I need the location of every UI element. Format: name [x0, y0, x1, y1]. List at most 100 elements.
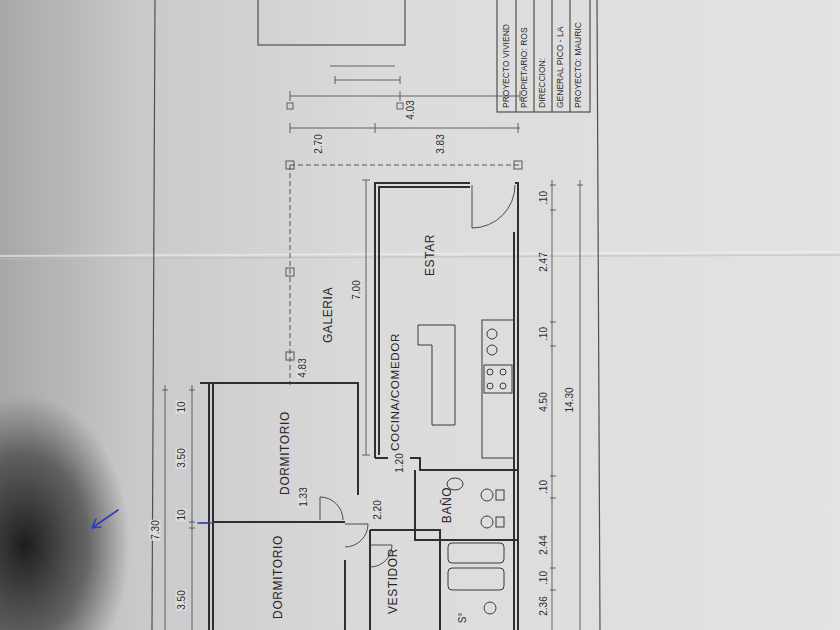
room: COCINA/COMEDOR: [380, 330, 410, 454]
dimension-line: [362, 180, 370, 181]
dimension-label: .10: [538, 190, 549, 206]
dimension-line: [290, 123, 291, 133]
kitchen-fixture: [482, 320, 514, 458]
dimension-line: [330, 66, 395, 67]
room-name: VESTIDOR: [386, 548, 400, 614]
title-block-text: DIRECCION:: [537, 58, 547, 108]
sheet-frame: [533, 0, 534, 112]
wall: [370, 530, 440, 630]
dimension-label: 10: [176, 508, 187, 521]
pen-mark: [198, 522, 210, 524]
door-swing: [320, 185, 515, 567]
sheet-frame: [497, 0, 590, 112]
dimension-line: [192, 385, 193, 630]
dimension-label: 10: [176, 400, 187, 413]
dimension-label: 1.33: [298, 486, 309, 507]
dimension-line: [550, 185, 556, 186]
dimension-line: [162, 390, 168, 391]
room: BAÑO: [422, 473, 472, 537]
title-block-text: GENERAL PICO - LA: [555, 27, 565, 108]
sheet-frame: [569, 0, 570, 112]
room: DORMITORIO: [220, 390, 350, 515]
dimension-line: [287, 103, 293, 109]
wall: [200, 183, 518, 630]
dimension-line: [552, 180, 553, 630]
dimension-line: [335, 80, 400, 81]
dimension-line: [550, 498, 556, 499]
room: VESTIDOR: [373, 535, 413, 627]
dimension-line: [550, 346, 556, 347]
wall: [213, 521, 345, 523]
dimension-label: 4.50: [538, 391, 549, 412]
dimension-label: 7.30: [150, 519, 161, 540]
room: GALERIA: [298, 220, 358, 410]
sheet-frame: [597, 0, 600, 630]
wall: [415, 470, 518, 540]
gallery-outline: [290, 165, 520, 385]
dimension-line: [162, 66, 583, 630]
dimension-line: [290, 96, 520, 97]
door-swing: [320, 497, 343, 520]
kitchen-fixture: [487, 383, 493, 389]
dimension-line: [189, 390, 195, 391]
dimension-label: 2.20: [372, 499, 383, 520]
title-block-text: PROYECTO: MAURIC: [573, 22, 583, 108]
dimension-label: 1.20: [394, 452, 405, 473]
paper-shade: [0, 395, 130, 630]
dimension-line: [577, 185, 583, 186]
sheet-frame: [551, 0, 552, 112]
gallery-outline: [286, 352, 294, 360]
room-name: BAÑO: [440, 487, 454, 523]
dimension-label: S°: [457, 612, 468, 625]
dimension-label: 2.44: [538, 534, 549, 555]
kitchen-fixture: [487, 369, 493, 375]
sheet-frame: [515, 0, 516, 112]
gallery-outline: [286, 161, 294, 169]
gallery-outline: [514, 161, 522, 169]
gallery-outline: [286, 161, 522, 385]
dimension-line: [400, 76, 401, 84]
bath-fixture: [481, 489, 493, 501]
dimension-line: [550, 210, 556, 211]
bath-fixture: [481, 516, 493, 528]
dimension-label: 3.50: [176, 447, 187, 468]
title-block-text: PROYECTO VIVIEND: [501, 24, 511, 108]
dimension-line: [165, 385, 166, 630]
kitchen-fixture: [418, 320, 514, 458]
bath-fixture: [496, 517, 504, 527]
kitchen-fixture: [487, 345, 497, 355]
dimension-label: 3.50: [176, 589, 187, 610]
wall: [515, 183, 518, 630]
room-name: DORMITORIO: [278, 411, 292, 495]
sheet-frame: [152, 0, 600, 630]
dimension-label: 7.00: [351, 279, 362, 300]
room-name: DORMITORIO: [271, 535, 285, 619]
kitchen-fixture: [500, 369, 506, 375]
room-name: COCINA/COMEDOR: [388, 333, 402, 451]
dimension-line: [550, 590, 556, 591]
room: DORMITORIO: [216, 527, 340, 627]
pen-mark: [92, 510, 118, 528]
kitchen-fixture: [500, 383, 506, 389]
dimension-label: .10: [538, 570, 549, 586]
room-name: GALERIA: [321, 287, 335, 343]
dimension-label: .10: [538, 479, 549, 495]
title-block: PROYECTO VIVIENDPROPIETARIO: ROSDIRECCIO…: [497, 0, 590, 112]
dimension-label: 3.83: [435, 133, 446, 154]
dimension-label: 2.70: [313, 133, 324, 154]
room-name: ESTAR: [423, 234, 437, 276]
wall: [344, 560, 346, 630]
dimension-label: .10: [538, 326, 549, 342]
dimension-line: [366, 180, 367, 455]
bath-fixture: [484, 602, 496, 614]
dimension-label: 2.36: [538, 595, 549, 616]
door-swing: [345, 524, 368, 547]
wall: [208, 383, 210, 630]
dimension-line: [335, 76, 336, 84]
bath-fixture: [447, 478, 504, 614]
kitchen-fixture: [484, 365, 512, 393]
dimension-line: [375, 123, 376, 133]
